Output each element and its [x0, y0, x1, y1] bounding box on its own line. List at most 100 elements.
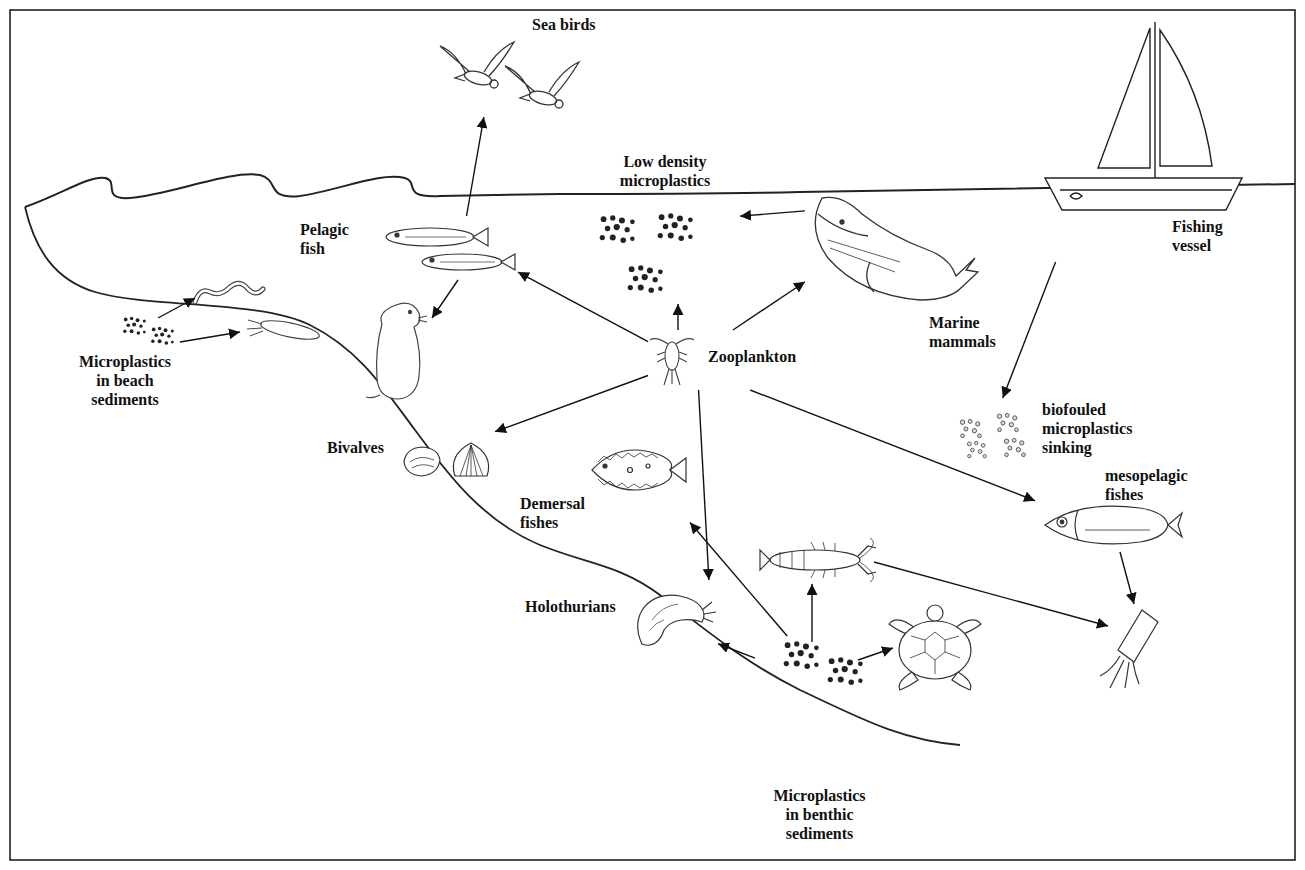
microplastic-cluster — [967, 441, 986, 458]
bird-wing — [484, 42, 514, 76]
organism-label: Microplastics in benthic sediments — [767, 786, 872, 843]
leader-arrow — [858, 648, 893, 660]
sea-turtle — [889, 605, 981, 690]
beach-fauna — [195, 283, 321, 343]
fish-body — [422, 254, 502, 270]
holothurian — [638, 595, 716, 645]
sea-cucumber-ridges — [650, 604, 678, 630]
microplastic-cluster — [600, 215, 635, 243]
label-stack: Demersal fishes — [518, 494, 598, 532]
marine-mammal — [815, 197, 978, 300]
squid-mantle — [1118, 610, 1158, 662]
flatfish-spot — [646, 464, 650, 468]
bird-body — [463, 69, 493, 88]
leader-arrow — [158, 298, 195, 318]
lobster-tail — [760, 550, 770, 570]
organism-label: Low density microplastics — [600, 152, 730, 190]
bird-tail — [520, 94, 530, 101]
food-web-arrow — [690, 523, 787, 636]
bird-wing — [505, 66, 535, 94]
food-web-node: Fishing vessel — [1040, 12, 1270, 262]
squid — [1100, 610, 1158, 688]
food-web-node: Microplastics in benthic sediments — [755, 636, 885, 848]
biofouled-microplastics — [960, 413, 1025, 457]
fish-eye — [1057, 517, 1067, 527]
food-web-arrow — [699, 390, 709, 580]
turtle-head — [927, 605, 943, 621]
mesopelagic-fish — [1045, 506, 1182, 544]
fish-tail — [501, 254, 515, 270]
worm-inner — [195, 283, 263, 302]
oyster-ridges — [410, 457, 434, 468]
label-stack: Fishing vessel — [1170, 217, 1245, 255]
flatfish-tail — [670, 458, 686, 482]
label-stack: mesopelagic fishes — [1103, 466, 1203, 504]
food-web-node: Pelagic fish — [298, 216, 518, 276]
frame — [10, 10, 1295, 860]
flatfish-spot — [628, 468, 633, 473]
bird-body — [528, 89, 558, 108]
label-stack: Low density microplastics — [600, 152, 730, 190]
whale-mouth — [818, 214, 868, 236]
microplastic-cluster — [828, 657, 863, 685]
organism-label: mesopelagic fishes — [1103, 466, 1203, 504]
scallop-ribs — [460, 445, 483, 476]
organism-label: biofouled microplastics sinking — [1040, 400, 1145, 457]
fish-body — [1045, 506, 1168, 544]
label-stack: Bivalves — [325, 438, 386, 457]
food-web-arrow — [750, 390, 1035, 501]
label-stack: Sea birds — [530, 15, 598, 34]
organism-label: Microplastics in beach sediments — [70, 352, 180, 409]
fish-eye — [395, 233, 399, 237]
microplastic-cluster — [658, 213, 693, 241]
bird-tail — [455, 74, 465, 81]
fishing-vessel — [1045, 22, 1242, 210]
otter-whiskers — [418, 316, 427, 322]
food-web-node: Sea birds — [440, 12, 605, 117]
leader-arrow — [432, 280, 458, 318]
otter-eye — [408, 310, 411, 313]
fish-body — [386, 228, 474, 246]
sea-cucumber-tentacles — [702, 602, 716, 622]
copepod-antennae — [650, 339, 694, 344]
organism-label: Zooplankton — [706, 347, 798, 366]
fish-tail — [473, 228, 488, 246]
food-web-arrow — [740, 211, 805, 216]
sea-cucumber-body — [638, 595, 704, 645]
hull-mark — [1070, 193, 1082, 199]
bird-head — [490, 80, 498, 88]
beach-squid-arms — [247, 320, 263, 336]
turtle-flippers — [889, 620, 981, 690]
food-web-node: Bivalves — [325, 430, 495, 485]
food-web-node: Holothurians — [520, 580, 718, 650]
squid-tentacles — [1100, 656, 1139, 688]
beach-microplastics — [123, 317, 174, 345]
leader-arrow — [180, 332, 240, 342]
food-web-node: Microplastics in beach sediments — [55, 312, 195, 417]
mast — [1154, 22, 1155, 178]
flatfish-fins — [598, 453, 658, 488]
turtle-scutes — [910, 632, 960, 674]
copepod-legs — [657, 352, 687, 362]
label-stack: Pelagic fish — [298, 220, 358, 258]
food-web-arrow — [467, 117, 484, 216]
sail — [1098, 28, 1150, 168]
demersal-fish — [592, 450, 686, 490]
microplastic-cluster — [960, 419, 981, 437]
food-web-arrow — [718, 644, 755, 658]
bird-wing — [440, 46, 470, 74]
food-web-arrow — [495, 376, 648, 432]
pelagic-fish — [386, 228, 515, 270]
flatfish-eye — [603, 464, 607, 468]
lobster-segments — [780, 550, 804, 570]
leader-arrow — [874, 562, 1108, 626]
label-stack: Zooplankton — [706, 347, 798, 366]
lobster-antennae — [860, 538, 873, 582]
whale-fin — [867, 262, 874, 292]
bivalves — [404, 443, 489, 476]
beach-squid — [259, 317, 321, 343]
microplastic-cluster — [997, 413, 1018, 431]
food-web-arrow — [677, 304, 678, 330]
microplastic-cluster — [1004, 438, 1025, 456]
food-web-arrow — [733, 282, 805, 330]
